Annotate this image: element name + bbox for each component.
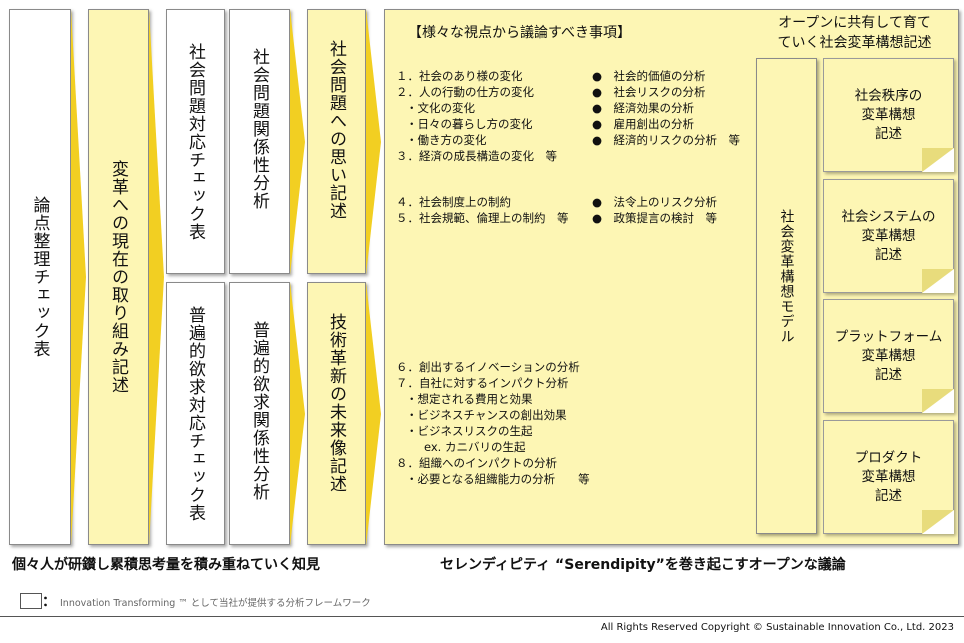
list-item: ● 社会的価値の分析 xyxy=(592,69,706,83)
list-item: ● 雇用創出の分析 xyxy=(592,117,695,131)
list-item: １．社会のあり様の変化 xyxy=(396,69,523,83)
list-item: ・ビジネスチャンスの創出効果 xyxy=(406,408,567,422)
footer-divider xyxy=(0,616,964,617)
list-item: ８．組織へのインパクトの分析 xyxy=(396,456,557,470)
arrow-4-icon xyxy=(290,282,305,546)
box-tech-future-vision-label: 技術革新の未来像記述 xyxy=(326,313,346,493)
card-line: 記述 xyxy=(875,125,902,142)
card-line: 変革構想 xyxy=(861,106,916,123)
right-panel-heading-line1: オープンに共有して育て xyxy=(778,15,931,31)
list-item: ２．人の行動の仕方の変化 xyxy=(396,85,534,99)
discussion-group1-left: １．社会のあり様の変化 ２．人の行動の仕方の変化 ・文化の変化 ・日々の暮らし方… xyxy=(396,68,557,164)
caption-right: セレンディピティ “Serendipity”を巻き起こすオープンな議論 xyxy=(440,557,846,573)
card-line: プラットフォーム xyxy=(834,328,943,345)
list-item: ７．自社に対するインパクト分析 xyxy=(396,376,569,390)
social-transformation-model-label: 社会変革構想モデル xyxy=(778,208,795,344)
box-social-issue-thoughts-label: 社会問題への思い記述 xyxy=(326,40,346,220)
arrow-2-icon xyxy=(149,9,164,545)
column-issue-checklist-label: 論点整理チェック表 xyxy=(29,196,50,358)
card-line: 変革構想 xyxy=(861,347,916,364)
box-universal-desire-checklist: 普遍的欲求対応チェック表 xyxy=(166,282,225,545)
arrow-1-icon xyxy=(71,9,86,545)
card-line: 記述 xyxy=(874,246,902,263)
list-item: ・働き方の変化 xyxy=(406,133,487,147)
list-item: ３．経済の成長構造の変化 等 xyxy=(396,149,557,163)
card-line: 社会システムの xyxy=(841,208,936,225)
page-curl-icon xyxy=(922,148,954,172)
arrow-5-icon xyxy=(366,9,381,275)
arrow-6-icon xyxy=(366,282,381,546)
box-social-issue-checklist-label: 社会問題対応チェック表 xyxy=(185,42,205,241)
card-line: 変革構想 xyxy=(861,468,916,485)
list-item: ５．社会規範、倫理上の制約 等 xyxy=(396,211,569,225)
right-panel-heading-line2: ていく社会変革構想記述 xyxy=(777,35,932,51)
discussion-group1-right: ● 社会的価値の分析 ● 社会リスクの分析 ● 経済効果の分析 ● 雇用創出の分… xyxy=(592,68,740,148)
discussion-group2-right: ● 法令上のリスク分析 ● 政策提言の検討 等 xyxy=(592,194,717,226)
column-current-efforts-label: 変革への現在の取り組み記述 xyxy=(108,160,128,394)
column-current-efforts: 変革への現在の取り組み記述 xyxy=(88,9,149,545)
box-universal-desire-relation-label: 普遍的欲求関係性分析 xyxy=(249,321,269,501)
card-line: 社会秩序の xyxy=(854,87,923,104)
list-item: ● 経済効果の分析 xyxy=(592,101,695,115)
list-item: ６．創出するイノベーションの分析 xyxy=(396,360,580,374)
discussion-heading: 【様々な視点から議論すべき事項】 xyxy=(408,25,632,41)
discussion-group3: ６．創出するイノベーションの分析 ７．自社に対するインパクト分析 ・想定される費… xyxy=(396,359,590,487)
list-item: ４．社会制度上の制約 xyxy=(396,195,511,209)
caption-left: 個々人が研鑚し累積思考量を積み重ねていく知見 xyxy=(12,557,320,573)
card-line: プロダクト xyxy=(854,449,923,466)
legend-swatch-icon xyxy=(20,593,42,609)
list-item: ・文化の変化 xyxy=(406,101,475,115)
list-item: ● 政策提言の検討 等 xyxy=(592,211,718,225)
box-social-issue-thoughts: 社会問題への思い記述 xyxy=(307,9,366,274)
box-social-issue-relation: 社会問題関係性分析 xyxy=(229,9,290,274)
page-curl-icon xyxy=(922,269,954,293)
legend-text: Innovation Transforming ™ として当社が提供する分析フレ… xyxy=(60,598,371,609)
box-social-issue-checklist: 社会問題対応チェック表 xyxy=(166,9,225,274)
discussion-group2-left: ４．社会制度上の制約 ５．社会規範、倫理上の制約 等 xyxy=(396,194,569,226)
card-product: プロダクト 変革構想 記述 xyxy=(823,420,954,534)
box-tech-future-vision: 技術革新の未来像記述 xyxy=(307,282,366,545)
arrow-3-icon xyxy=(290,9,305,275)
social-transformation-model: 社会変革構想モデル xyxy=(756,58,817,534)
card-line: 変革構想 xyxy=(861,227,916,244)
card-social-system: 社会システムの 変革構想 記述 xyxy=(823,179,954,293)
list-item: ● 経済的リスクの分析 等 xyxy=(592,133,741,147)
card-line: 記述 xyxy=(875,487,902,504)
list-item: ● 社会リスクの分析 xyxy=(592,85,706,99)
box-universal-desire-checklist-label: 普遍的欲求対応チェック表 xyxy=(185,305,205,522)
list-item: ・ビジネスリスクの生起 xyxy=(406,424,533,438)
footer-copyright: All Rights Reserved Copyright © Sustaina… xyxy=(600,622,954,633)
page-curl-icon xyxy=(922,510,954,534)
list-item: ・想定される費用と効果 xyxy=(406,392,533,406)
card-line: 記述 xyxy=(874,366,902,383)
list-item: ・日々の暮らし方の変化 xyxy=(406,117,533,131)
box-social-issue-relation-label: 社会問題関係性分析 xyxy=(249,48,269,210)
right-panel-heading: オープンに共有して育て ていく社会変革構想記述 xyxy=(752,13,957,53)
list-item: ● 法令上のリスク分析 xyxy=(592,195,718,209)
box-universal-desire-relation: 普遍的欲求関係性分析 xyxy=(229,282,290,545)
column-issue-checklist: 論点整理チェック表 xyxy=(9,9,71,545)
card-social-order: 社会秩序の 変革構想 記述 xyxy=(823,58,954,172)
list-item: ・必要となる組織能力の分析 等 xyxy=(406,472,590,486)
legend-colon: ： xyxy=(42,594,56,610)
page-curl-icon xyxy=(922,389,954,413)
card-platform: プラットフォーム 変革構想 記述 xyxy=(823,299,954,413)
list-item: ex. カニバリの生起 xyxy=(424,440,526,454)
